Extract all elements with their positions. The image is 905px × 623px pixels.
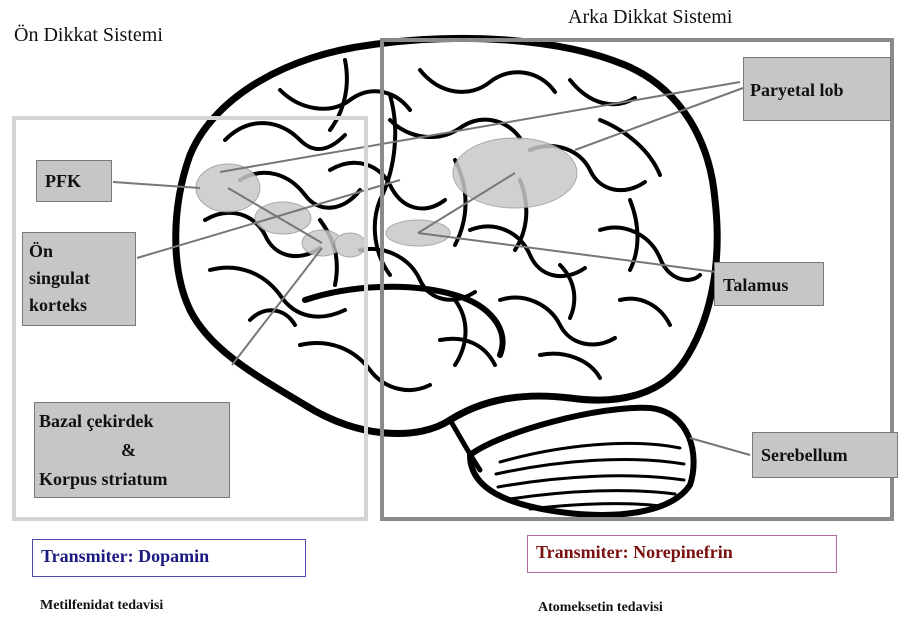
thalamus-label-text: Talamus bbox=[723, 275, 788, 295]
basal-label: Bazal çekirdek & Korpus striatum bbox=[34, 402, 230, 498]
dopamine-transmitter-box: Transmiter: Dopamin bbox=[32, 539, 306, 577]
parietal-label-text: Paryetal lob bbox=[750, 80, 843, 100]
atomoxetine-treatment: Atomeksetin tedavisi bbox=[538, 600, 663, 616]
cingulate-label-line-3: korteks bbox=[29, 292, 135, 319]
norepinephrine-transmitter-box: Transmiter: Norepinefrin bbox=[527, 535, 837, 573]
back-system-heading: Arka Dikkat Sistemi bbox=[568, 6, 732, 29]
cingulate-label: Ön singulat korteks bbox=[22, 232, 136, 326]
cerebellum-label-text: Serebellum bbox=[761, 445, 848, 465]
cingulate-label-line-2: singulat bbox=[29, 265, 135, 292]
basal-label-line-2: & bbox=[39, 436, 229, 465]
front-system-heading: Ön Dikkat Sistemi bbox=[14, 24, 163, 47]
pfk-label: PFK bbox=[36, 160, 112, 202]
thalamus-label: Talamus bbox=[714, 262, 824, 306]
basal-label-line-1: Bazal çekirdek bbox=[39, 407, 229, 436]
basal-label-line-3: Korpus striatum bbox=[39, 465, 229, 494]
cerebellum-label: Serebellum bbox=[752, 432, 898, 478]
pfk-label-text: PFK bbox=[45, 171, 81, 191]
parietal-label: Paryetal lob bbox=[743, 57, 891, 121]
methylphenidate-treatment: Metilfenidat tedavisi bbox=[40, 598, 163, 614]
cingulate-label-line-1: Ön bbox=[29, 238, 135, 265]
